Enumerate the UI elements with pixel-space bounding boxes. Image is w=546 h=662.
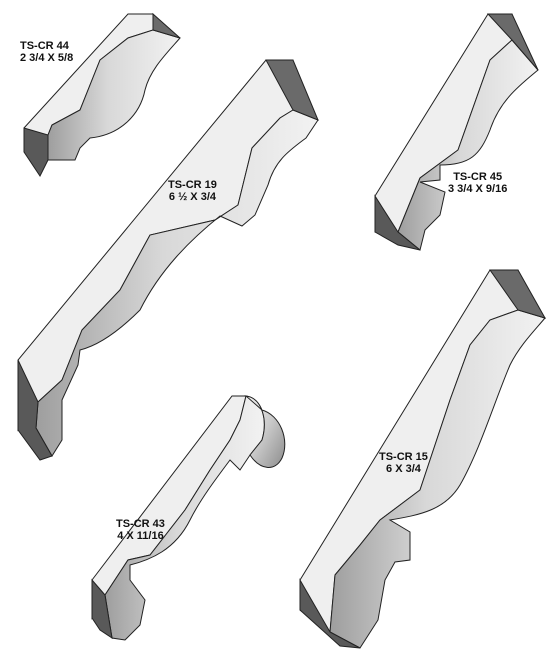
- molding-cr19: [17, 59, 319, 461]
- molding-cr43-end-cap: [91, 578, 113, 640]
- molding-cr44-profile-face: [47, 29, 181, 161]
- label-cr45: TS-CR 45 3 3/4 X 9/16: [448, 171, 507, 195]
- molding-cr19-end-cap: [17, 359, 53, 461]
- molding-cr45-profile-face: [397, 39, 539, 251]
- molding-cr43-bead: [244, 395, 286, 468]
- molding-cr44-end-cap: [23, 127, 49, 177]
- molding-cr45-end-cap: [374, 194, 421, 251]
- label-cr45-size: 3 3/4 X 9/16: [448, 183, 508, 195]
- molding-cr19-profile-face: [35, 109, 319, 457]
- molding-cr15-right-end: [489, 269, 546, 319]
- label-cr44: TS-CR 44 2 3/4 X 5/8: [20, 40, 73, 64]
- molding-cr15-end-cap: [299, 578, 361, 649]
- label-cr45-name: TS-CR 45: [453, 171, 503, 183]
- label-cr15-name: TS-CR 15: [379, 451, 428, 463]
- label-cr43-name: TS-CR 43: [116, 518, 165, 530]
- molding-cr15: [299, 269, 546, 649]
- molding-cr19-right-end: [265, 59, 319, 121]
- label-cr19-name: TS-CR 19: [168, 179, 217, 191]
- label-cr19-size: 6 ½ X 3/4: [168, 191, 216, 203]
- molding-cr44: [23, 12, 181, 177]
- label-cr15: TS-CR 15 6 X 3/4: [379, 451, 428, 475]
- label-cr44-name: TS-CR 44: [20, 40, 69, 52]
- molding-cr45-right-end: [486, 13, 539, 71]
- label-cr44-size: 2 3/4 X 5/8: [20, 52, 74, 64]
- molding-cr43: [91, 395, 286, 641]
- label-cr43: TS-CR 43 4 X 11/16: [116, 518, 165, 542]
- label-cr19: TS-CR 19 6 ½ X 3/4: [168, 179, 217, 203]
- label-cr15-size: 6 X 3/4: [386, 463, 421, 475]
- molding-cr44-right-end: [152, 12, 181, 39]
- label-cr43-size: 4 X 11/16: [117, 530, 164, 542]
- molding-cr45: [374, 13, 539, 251]
